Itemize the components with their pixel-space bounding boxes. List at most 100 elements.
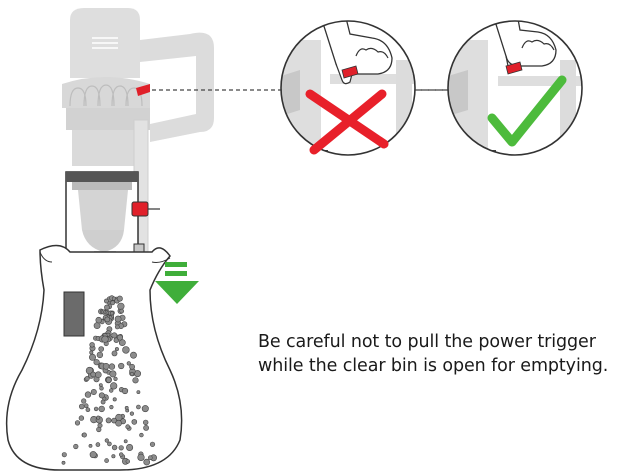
- debris-particle: [118, 445, 124, 451]
- debris-particle: [111, 444, 118, 451]
- debris-particle: [123, 439, 128, 444]
- debris-particle: [141, 405, 149, 413]
- debris-particle: [143, 419, 149, 426]
- debris-particle: [96, 351, 104, 359]
- debris-particle: [104, 298, 109, 304]
- power-trigger: [136, 84, 150, 96]
- vacuum-body: [62, 8, 214, 311]
- debris-particle: [129, 363, 135, 370]
- debris-particle: [131, 419, 138, 425]
- debris-particle: [96, 415, 101, 420]
- debris-particle: [119, 308, 124, 314]
- debris-particles: [61, 295, 157, 466]
- safety-caption: Be careful not to pull the power trigger…: [258, 330, 640, 378]
- debris-particle: [126, 361, 131, 366]
- debris-particle: [95, 371, 102, 379]
- debris-particle: [139, 432, 144, 438]
- debris-particle: [124, 405, 129, 410]
- debris-particle: [110, 382, 118, 390]
- debris-particle: [108, 363, 116, 370]
- debris-particle: [93, 322, 101, 329]
- debris-particle: [117, 334, 124, 341]
- debris-particle: [79, 403, 85, 410]
- debris-particle: [81, 398, 87, 404]
- caption-line-2: while the clear bin is open for emptying…: [258, 356, 609, 376]
- debris-particle: [102, 362, 110, 370]
- debris-particle: [143, 424, 149, 431]
- debris-particle: [118, 362, 125, 370]
- debris-particle: [73, 443, 79, 450]
- debris-particle: [122, 346, 130, 354]
- debris-particle: [96, 426, 102, 433]
- debris-particle: [74, 420, 81, 426]
- debris-particle: [95, 442, 101, 447]
- debris-particle: [85, 407, 91, 413]
- debris-particle: [112, 397, 117, 402]
- debris-particle: [61, 460, 66, 465]
- debris-particle: [109, 405, 114, 410]
- debris-particle: [93, 406, 99, 412]
- debris-particle: [88, 443, 93, 448]
- debris-particle: [130, 351, 137, 359]
- debris-particle: [114, 324, 120, 330]
- debris-particle: [84, 376, 90, 382]
- debris-particle: [85, 366, 94, 375]
- wrong-example: [280, 20, 416, 156]
- debris-particle: [148, 455, 153, 461]
- debris-particle: [104, 458, 109, 463]
- debris-particle: [118, 452, 124, 457]
- debris-particle: [126, 443, 134, 451]
- cross-icon: [305, 89, 389, 155]
- debris-particle: [143, 458, 150, 466]
- debris-particle: [105, 377, 112, 383]
- debris-particle: [104, 438, 109, 443]
- debris-particle: [125, 459, 131, 464]
- debris-particle: [61, 452, 67, 458]
- debris-particle: [121, 387, 129, 395]
- debris-particle: [125, 424, 130, 430]
- correct-example: [447, 20, 583, 156]
- debris-particle: [104, 304, 110, 311]
- debris-particle: [93, 359, 100, 366]
- debris-particle: [89, 350, 94, 355]
- bin-release-catch: [131, 201, 160, 217]
- debris-particle: [100, 399, 106, 405]
- debris-particle: [137, 453, 145, 462]
- debris-particle: [132, 377, 139, 384]
- down-arrow-icon: [155, 262, 199, 304]
- debris-particle: [89, 342, 95, 348]
- debris-particle: [98, 383, 103, 388]
- debris-particle: [114, 347, 119, 352]
- debris-particle: [98, 405, 105, 413]
- debris-particle: [105, 417, 112, 424]
- debris-particle: [111, 350, 118, 357]
- debris-particle: [98, 346, 104, 352]
- caption-line-1: Be careful not to pull the power trigger: [258, 332, 596, 352]
- debris-particle: [111, 454, 116, 459]
- debris-particle: [101, 335, 109, 343]
- debris-particle: [136, 390, 141, 395]
- debris-particle: [115, 419, 122, 427]
- debris-particle: [117, 302, 125, 310]
- debris-particle: [78, 415, 85, 421]
- debris-particle: [81, 432, 87, 438]
- debris-particle: [89, 353, 97, 361]
- debris-particle: [89, 451, 97, 459]
- debris-particle: [149, 441, 156, 447]
- debris-particle: [104, 316, 111, 323]
- debris-particle: [90, 388, 97, 395]
- debris-particle: [129, 411, 134, 416]
- debris-particle: [129, 371, 135, 377]
- debris-particle: [98, 392, 105, 399]
- debris-particle: [114, 315, 122, 323]
- debris-particle: [109, 311, 114, 316]
- debris-particle: [111, 332, 118, 339]
- debris-particle: [116, 295, 123, 302]
- debris-particle: [83, 403, 89, 409]
- check-icon: [487, 75, 567, 147]
- debris-particle: [99, 386, 104, 391]
- debris-particle: [108, 388, 114, 393]
- debris-particle: [109, 370, 117, 378]
- debris-particle: [107, 441, 112, 447]
